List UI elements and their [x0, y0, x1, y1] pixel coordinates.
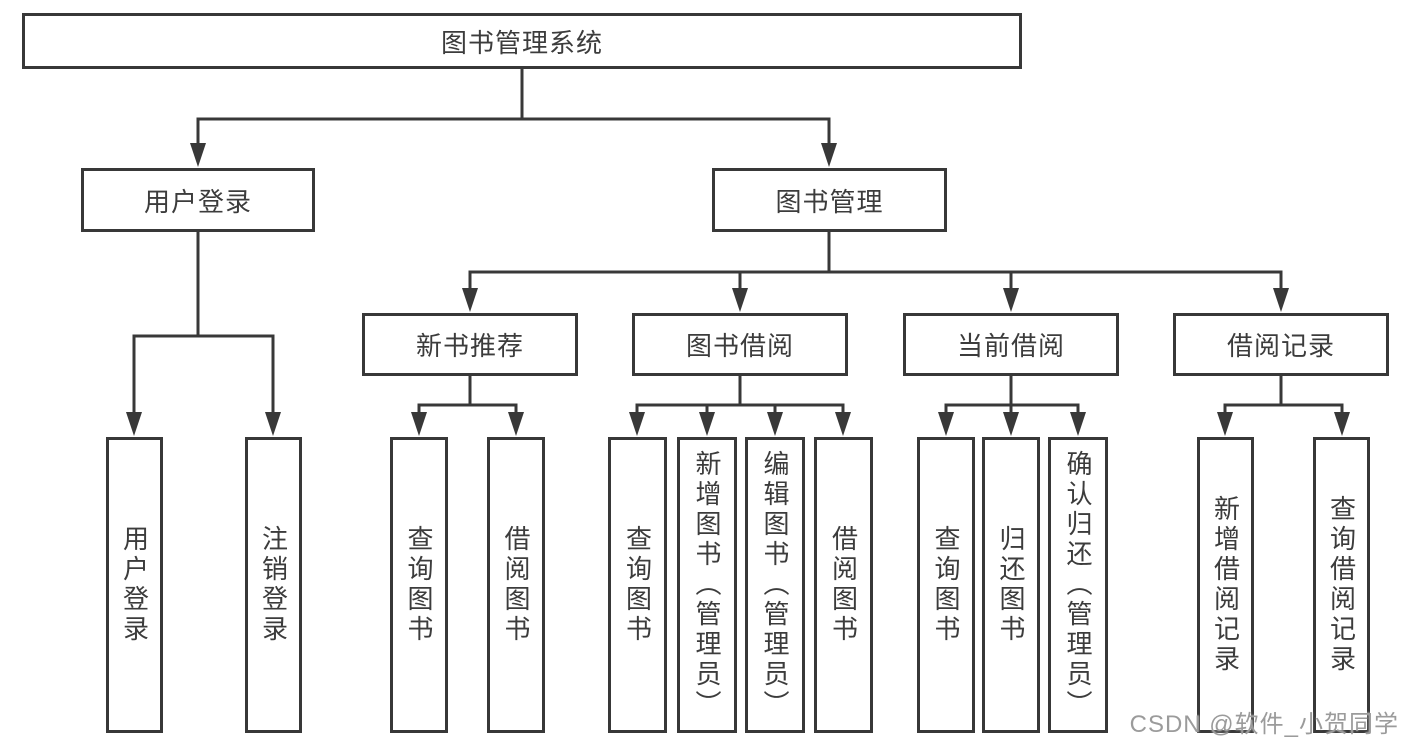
leaf-label: 编辑图书（管理员） — [760, 450, 790, 720]
leaf-borrowing-edit-books-admin: 编辑图书（管理员） — [745, 437, 805, 733]
node-book-management: 图书管理 — [712, 168, 947, 232]
leaf-label: 新增借阅记录 — [1210, 495, 1241, 675]
leaf-current-query-books: 查询图书 — [917, 437, 975, 733]
leaf-borrowing-query-books: 查询图书 — [608, 437, 667, 733]
leaf-label: 查询图书 — [622, 525, 653, 645]
leaf-recommend-query-books: 查询图书 — [390, 437, 448, 733]
leaf-user-login: 用户登录 — [106, 437, 163, 733]
node-borrow-records: 借阅记录 — [1173, 313, 1389, 376]
node-book-borrowing: 图书借阅 — [632, 313, 848, 376]
leaf-records-add-borrow-record: 新增借阅记录 — [1197, 437, 1254, 733]
leaf-label: 借阅图书 — [828, 525, 859, 645]
leaf-label: 查询图书 — [404, 525, 434, 645]
leaf-label: 注销登录 — [258, 525, 289, 645]
node-root-library-system: 图书管理系统 — [22, 13, 1022, 69]
leaf-logout: 注销登录 — [245, 437, 302, 733]
node-current-borrowing: 当前借阅 — [903, 313, 1119, 376]
leaf-borrowing-borrow-books: 借阅图书 — [814, 437, 873, 733]
leaf-current-return-books: 归还图书 — [982, 437, 1040, 733]
leaf-label: 查询借阅记录 — [1326, 495, 1357, 675]
leaf-records-query-borrow-record: 查询借阅记录 — [1313, 437, 1370, 733]
leaf-label: 新增图书（管理员） — [692, 450, 722, 720]
arrowhead-icons — [126, 143, 1350, 436]
leaf-label: 确认归还（管理员） — [1063, 450, 1093, 720]
leaf-borrowing-add-books-admin: 新增图书（管理员） — [677, 437, 737, 733]
leaf-label: 借阅图书 — [501, 525, 531, 645]
node-user-login: 用户登录 — [81, 168, 315, 232]
leaf-current-confirm-return-admin: 确认归还（管理员） — [1048, 437, 1108, 733]
leaf-label: 查询图书 — [931, 525, 961, 645]
node-new-book-recommend: 新书推荐 — [362, 313, 578, 376]
leaf-label: 用户登录 — [119, 525, 150, 645]
leaf-recommend-borrow-books: 借阅图书 — [487, 437, 545, 733]
leaf-label: 归还图书 — [996, 525, 1026, 645]
